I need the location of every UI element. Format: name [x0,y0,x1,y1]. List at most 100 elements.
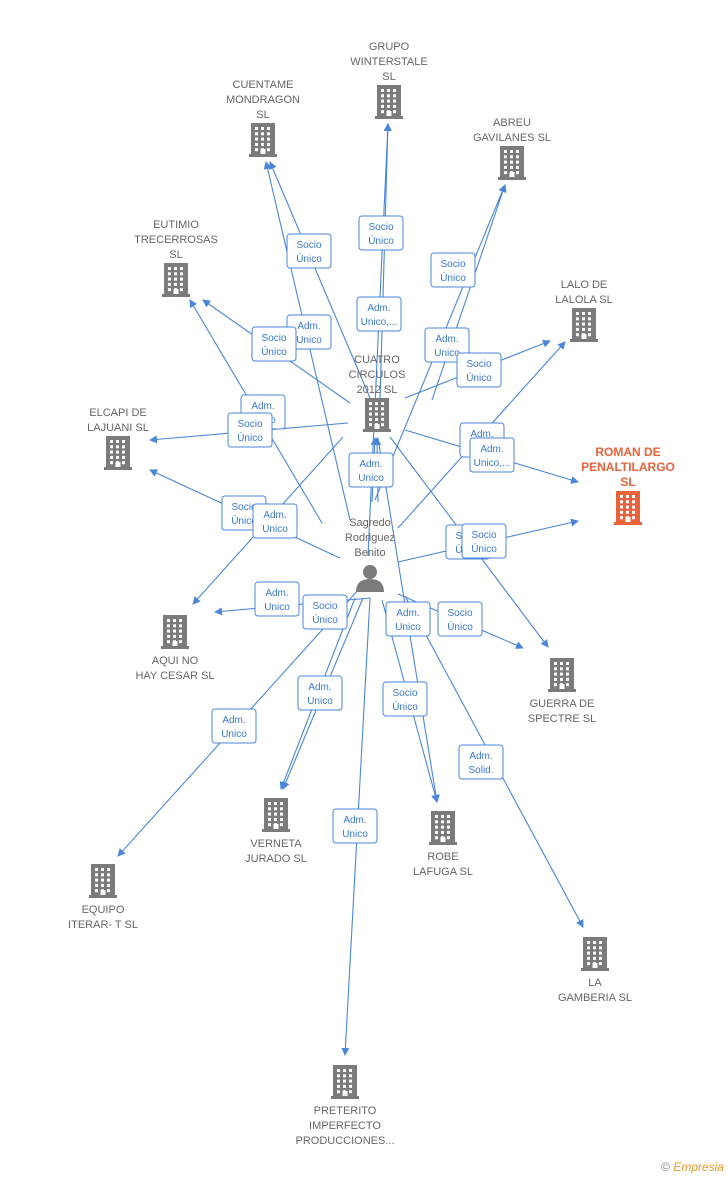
copyright-icon: © [661,1160,670,1174]
edge-label-text: Adm. [470,429,493,440]
edge-label-text: Adm. [480,444,503,455]
building-icon [249,123,277,157]
person-icon [356,565,384,592]
edge-label-text: Unico [264,602,290,613]
node-label: SL [620,475,635,489]
edge-label-text: Adm. [308,682,331,693]
edge-labels: SocioÚnicoAdm.Unico,...SocioÚnicoAdm.Uni… [211,215,515,844]
building-icon [570,308,598,342]
edge-label-text: Único [296,252,322,265]
edge-label-text: Unico [221,729,247,740]
node-label: EQUIPO [82,904,125,916]
edge-label-text: Único [466,371,492,384]
edge-label-text: Único [237,431,263,444]
edge-label-text: Unico [434,348,460,359]
edge-label-box[interactable]: Adm. Unico [385,601,431,637]
node-label: LALO DE [561,279,607,291]
edge-label-text: Adm. [469,751,492,762]
building-icon [548,658,576,692]
edge-label-box[interactable]: Adm. Unico,... [469,437,515,473]
building-icon [162,263,190,297]
node-label: SL [382,71,395,83]
building-icon [331,1065,359,1099]
node-preterito[interactable]: PRETERITOIMPERFECTOPRODUCCIONES... [295,1065,395,1147]
building-icon [375,85,403,119]
brand-logo: Empresia [673,1160,724,1174]
edge-label-text: Socio [392,688,417,699]
edge-label-box[interactable]: Adm.Unico [348,452,394,488]
edge-label-box[interactable]: Adm. Unico [252,503,298,539]
edge-label-box[interactable]: Adm.Unico,... [356,296,402,332]
edge-label-text: Adm. [263,510,286,521]
node-label: LALOLA SL [555,294,613,306]
edge-label-text: Adm. [435,334,458,345]
edge-label-text: Único [440,271,466,284]
node-lalo[interactable]: LALO DE LALOLA SL [555,279,613,342]
building-icon [429,811,457,845]
node-label: PRODUCCIONES... [295,1135,394,1147]
node-label: LAFUGA SL [413,866,473,878]
edge-label-text: Adm. [396,608,419,619]
node-label: JURADO SL [245,853,307,865]
edge-label-text: Socio [447,608,472,619]
edge-line-2 [269,161,371,399]
edge-label-text: Unico,... [474,458,511,469]
edge-label-box[interactable]: Adm.Unico [286,314,332,350]
node-label: CIRCULOS [349,369,406,381]
edge-label-text: Unico [395,622,421,633]
node-label: HAY CESAR SL [135,670,214,682]
edge-label-box[interactable]: Adm.Unico [332,808,378,844]
edge-label-text: Unico [262,524,288,535]
edge-label-box[interactable]: Adm. Unico [297,675,343,711]
node-label: CUATRO [354,354,400,366]
node-label: TRECERROSAS [134,234,218,246]
edge-label-box[interactable]: Adm.Unico [211,708,257,744]
edge-label-text: Socio [231,502,256,513]
node-label: PRETERITO [314,1105,377,1117]
edge-label-text: Único [392,700,418,713]
edge-line-1 [379,123,392,401]
node-label: Sagredo [349,517,391,529]
node-label: GAVILANES SL [473,132,551,144]
edge-label-box[interactable]: Adm.Unico [254,581,300,617]
edge-label-text: Unico [307,696,333,707]
building-icon [262,798,290,832]
node-label: VERNETA [250,838,302,850]
edge-label-box[interactable]: Adm.Solid. [458,744,504,780]
edge-label-text: Único [231,514,257,527]
edge-label-text: Socio [237,419,262,430]
node-label: Rodriguez [345,532,395,544]
edge-label-text: Adm. [297,321,320,332]
node-label: ELCAPI DE [89,407,146,419]
edge-label-text: Socio [261,333,286,344]
node-label: GRUPO [369,41,410,53]
edge-label-text: Único [261,345,287,358]
node-verneta[interactable]: VERNETA JURADO SL [245,798,307,865]
edge-label-text: Único [368,234,394,247]
